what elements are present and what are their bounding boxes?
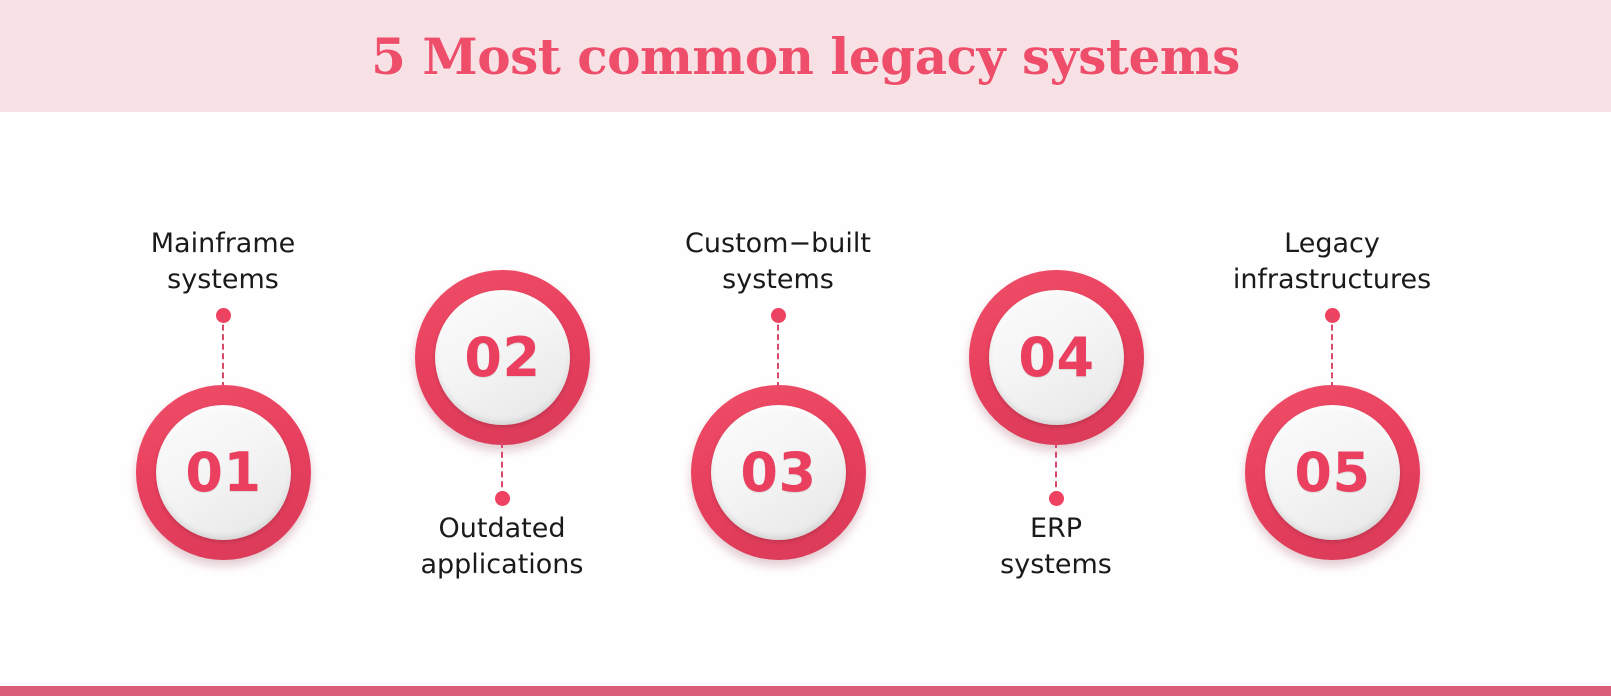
step-label-05: Legacy infrastructures [1232, 228, 1432, 295]
step-label-02: Outdated applications [420, 513, 584, 580]
step-circle-inner-02: 02 [435, 290, 570, 425]
header-band: 5 Most common legacy systems [0, 0, 1611, 112]
step-number-05: 05 [1294, 440, 1371, 504]
step-item-01[interactable]: Mainframe systems 01 [73, 112, 373, 686]
bottom-accent-bar [0, 686, 1611, 696]
step-label-04: ERP systems [1000, 513, 1112, 580]
step-item-02[interactable]: 02 Outdated applications [352, 112, 652, 686]
page-title: 5 Most common legacy systems [371, 26, 1240, 86]
step-item-04[interactable]: 04 ERP systems [906, 112, 1206, 686]
step-item-03[interactable]: Custom−built systems 03 [628, 112, 928, 686]
step-circle-inner-05: 05 [1265, 405, 1400, 540]
infographic-canvas: Mainframe systems 01 02 Outdated applica… [0, 112, 1611, 686]
connector-line-02 [501, 442, 503, 497]
step-label-03: Custom−built systems [685, 228, 871, 295]
connector-line-01 [222, 315, 224, 388]
step-circle-02[interactable]: 02 [415, 270, 590, 445]
step-label-01: Mainframe systems [150, 228, 296, 295]
step-circle-inner-03: 03 [711, 405, 846, 540]
connector-line-03 [777, 315, 779, 388]
step-circle-inner-01: 01 [156, 405, 291, 540]
step-item-05[interactable]: Legacy infrastructures 05 [1182, 112, 1482, 686]
connector-dot-04 [1049, 491, 1064, 506]
connector-line-05 [1331, 315, 1333, 388]
step-circle-04[interactable]: 04 [969, 270, 1144, 445]
step-number-03: 03 [740, 440, 817, 504]
connector-dot-02 [495, 491, 510, 506]
step-circle-inner-04: 04 [989, 290, 1124, 425]
step-circle-03[interactable]: 03 [691, 385, 866, 560]
step-circle-05[interactable]: 05 [1245, 385, 1420, 560]
step-number-02: 02 [464, 325, 541, 389]
connector-line-04 [1055, 442, 1057, 497]
step-circle-01[interactable]: 01 [136, 385, 311, 560]
step-number-04: 04 [1018, 325, 1095, 389]
step-number-01: 01 [185, 440, 262, 504]
